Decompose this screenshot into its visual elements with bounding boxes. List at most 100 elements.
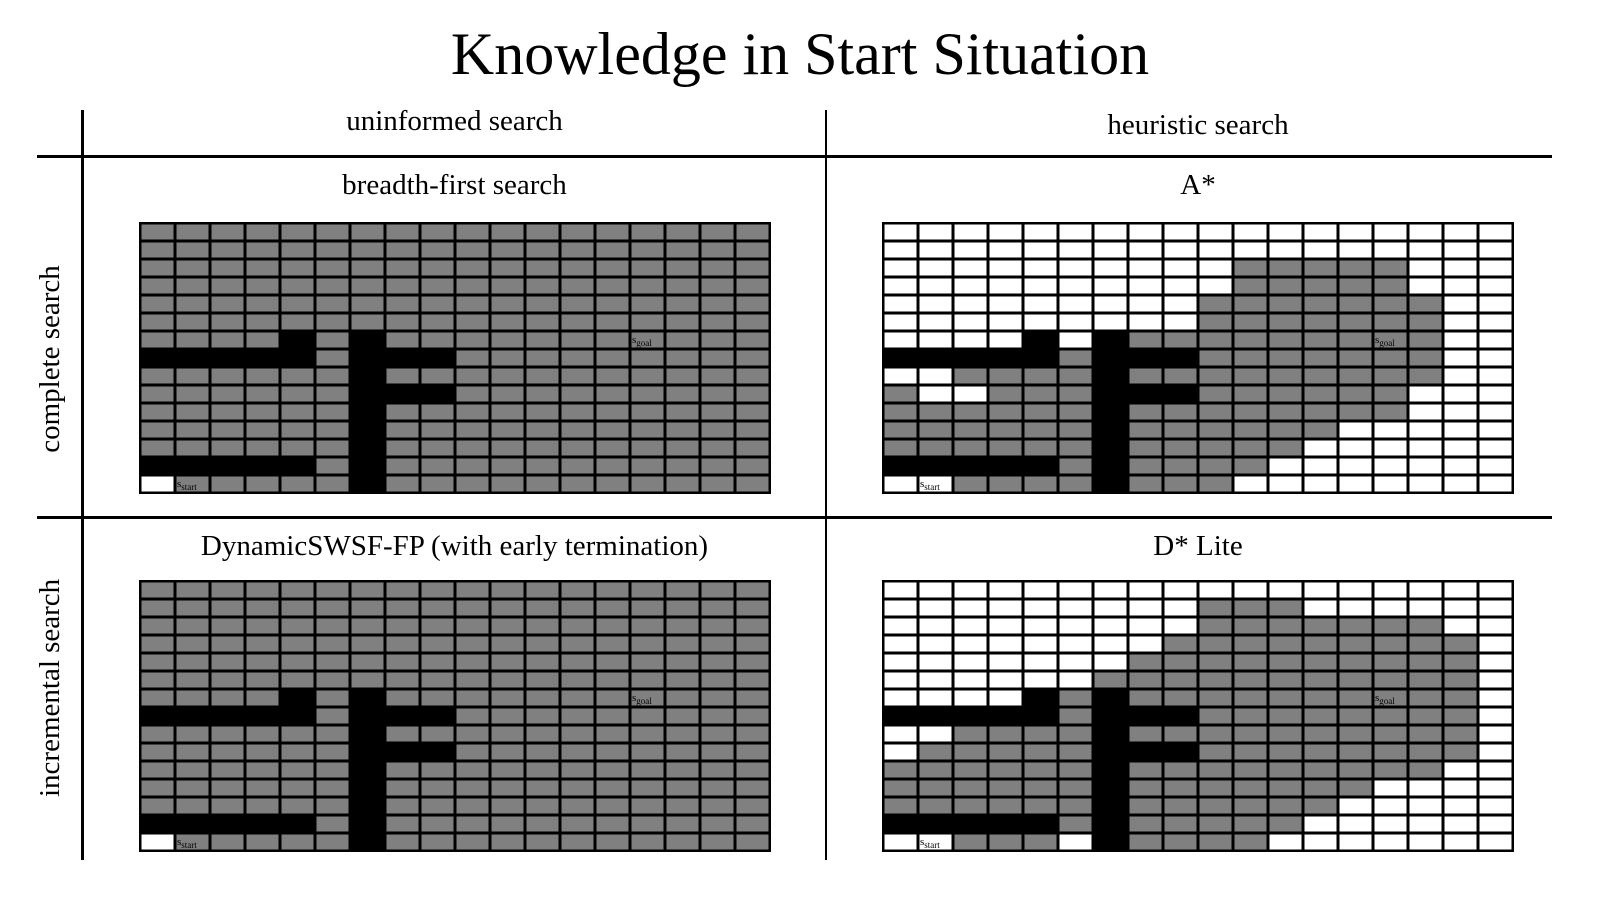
grid-cell — [278, 831, 317, 852]
grid-cell — [383, 293, 422, 315]
grid-cell — [453, 633, 492, 655]
grid-cell — [1021, 741, 1060, 763]
grid-cell — [1126, 239, 1165, 261]
grid-cell — [986, 580, 1025, 601]
grid-cell — [313, 597, 352, 619]
grid-cell — [1336, 365, 1375, 387]
grid-cell — [1091, 275, 1130, 297]
grid-cell — [278, 437, 317, 459]
grid-cell — [1056, 669, 1095, 691]
grid-cell — [173, 597, 212, 619]
grid-cell — [882, 311, 920, 333]
grid-cell — [1021, 723, 1060, 745]
grid-cell — [418, 329, 457, 351]
grid-cell — [733, 615, 771, 637]
grid-cell — [1266, 651, 1305, 673]
grid-cell — [243, 257, 282, 279]
grid-cell — [383, 329, 422, 351]
grid-cell — [208, 723, 247, 745]
grid-cell — [1476, 275, 1514, 297]
grid-cell — [593, 597, 632, 619]
grid-cell — [1371, 651, 1410, 673]
obstacle-cell — [916, 347, 955, 369]
grid-cell — [1021, 365, 1060, 387]
grid-cell — [208, 383, 247, 405]
grid-cell — [1161, 257, 1200, 279]
grid-cell — [733, 347, 771, 369]
grid-cell — [916, 597, 955, 619]
grid-cell — [418, 723, 457, 745]
obstacle-cell — [173, 455, 212, 477]
grid-cell — [1406, 419, 1445, 441]
obstacle-cell — [1091, 759, 1130, 781]
grid-cell — [733, 669, 771, 691]
grid-cell — [1336, 329, 1375, 351]
grid-cell — [628, 347, 667, 369]
grid-cell — [1266, 580, 1305, 601]
grid-cell — [882, 329, 920, 351]
grid-cell — [951, 365, 990, 387]
grid-cell — [1371, 239, 1410, 261]
grid-cell — [593, 222, 632, 243]
obstacle-cell — [1126, 741, 1165, 763]
grid-cell — [1126, 669, 1165, 691]
grid-cell — [208, 795, 247, 817]
grid-cell — [1161, 651, 1200, 673]
grid-cell — [1196, 257, 1235, 279]
grid-cell — [733, 329, 771, 351]
grid-cell — [951, 687, 990, 709]
grid-cell — [1266, 615, 1305, 637]
grid-cell — [593, 401, 632, 423]
grid-cell — [453, 813, 492, 835]
grid-cell — [1406, 723, 1445, 745]
grid-cell — [558, 311, 597, 333]
grid-cell — [593, 383, 632, 405]
grid-cell — [1021, 437, 1060, 459]
grid-cell — [1301, 347, 1340, 369]
grid-cell — [558, 455, 597, 477]
grid-cell — [453, 329, 492, 351]
grid-cell — [523, 275, 562, 297]
grid-cell — [593, 329, 632, 351]
column-header-uninformed: uninformed search — [346, 105, 563, 137]
grid-cell — [313, 741, 352, 763]
grid-cell — [383, 759, 422, 781]
grid-cell — [1476, 669, 1514, 691]
grid-cell — [1056, 813, 1095, 835]
grid-cell — [1336, 831, 1375, 852]
grid-cell — [243, 687, 282, 709]
grid-cell — [1406, 365, 1445, 387]
grid-cell — [1021, 759, 1060, 781]
grid-cell — [173, 239, 212, 261]
grid-cell — [1196, 455, 1235, 477]
obstacle-cell — [348, 759, 387, 781]
grid-cell — [1441, 311, 1480, 333]
grid-cell — [663, 239, 702, 261]
grid-cell — [1371, 723, 1410, 745]
panel-title-dynamicswsf: DynamicSWSF-FP (with early termination) — [200, 530, 709, 562]
grid-cell — [173, 615, 212, 637]
grid-cell — [173, 687, 212, 709]
obstacle-cell — [916, 813, 955, 835]
grid-cell — [1196, 615, 1235, 637]
grid-cell — [1231, 383, 1270, 405]
grid-cell — [916, 741, 955, 763]
grid-cell — [1406, 311, 1445, 333]
grid-cell — [139, 239, 177, 261]
grid-cell — [383, 813, 422, 835]
grid-cell — [1161, 437, 1200, 459]
grid-cell — [558, 777, 597, 799]
grid-cell — [139, 473, 177, 494]
grid-cell — [243, 795, 282, 817]
grid-cell — [208, 365, 247, 387]
obstacle-cell — [418, 741, 457, 763]
grid-cell — [278, 293, 317, 315]
grid-cell — [663, 455, 702, 477]
grid-cell — [986, 311, 1025, 333]
obstacle-cell — [916, 455, 955, 477]
grid-cell — [488, 311, 527, 333]
grid-cell — [523, 437, 562, 459]
grid-cell — [1161, 311, 1200, 333]
grid-cell — [208, 651, 247, 673]
